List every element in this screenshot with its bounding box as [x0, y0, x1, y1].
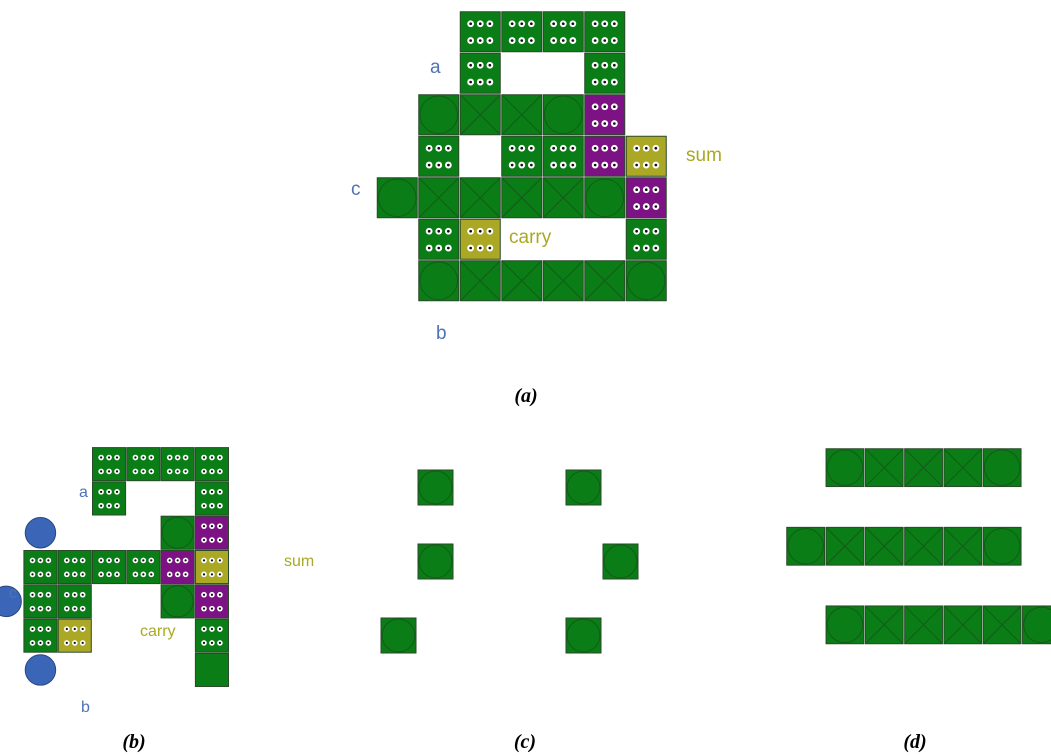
purple-dot-tile	[584, 135, 626, 177]
dot-tile	[92, 481, 127, 516]
dot-tile	[459, 11, 501, 53]
circle-tile	[160, 584, 195, 619]
cross-tile	[904, 448, 943, 488]
dot-tile	[57, 584, 92, 619]
dot-tile	[194, 447, 229, 482]
panel-a-label-c: c	[351, 179, 361, 200]
circle-tile	[584, 177, 626, 219]
purple-dot-tile	[160, 550, 195, 585]
cross-tile	[904, 605, 943, 645]
panel-d-caption: (d)	[903, 731, 926, 753]
dot-tile	[418, 218, 460, 260]
panel-b-label-a: a	[79, 484, 88, 501]
circle-tile	[565, 617, 602, 654]
panel-b-label-sum: sum	[284, 553, 314, 570]
dot-tile	[542, 11, 584, 53]
circle-tile	[418, 260, 460, 302]
circle-tile	[982, 448, 1022, 488]
cross-tile	[584, 260, 626, 302]
cross-tile	[501, 260, 543, 302]
panel-c-caption: (c)	[514, 731, 536, 753]
square-tile	[194, 652, 229, 688]
circle-tile	[160, 515, 195, 550]
dot-tile	[542, 135, 584, 177]
dot-tile	[418, 135, 460, 177]
dot-tile	[459, 52, 501, 94]
cross-tile	[943, 448, 983, 488]
cross-tile	[418, 177, 460, 219]
circle-tile	[418, 94, 460, 136]
panel-a-label-a: a	[430, 57, 441, 78]
circle-tile	[376, 177, 418, 219]
panel-c	[380, 469, 639, 654]
dot-tile	[194, 481, 229, 516]
cross-tile	[864, 448, 904, 488]
purple-dot-tile	[194, 515, 229, 550]
circle-tile	[825, 448, 865, 488]
panel-a-label-b: b	[436, 323, 447, 344]
dot-tile	[501, 11, 543, 53]
dot-tile	[23, 618, 58, 653]
cross-tile	[825, 526, 865, 566]
dot-tile	[160, 447, 195, 482]
dot-tile	[23, 550, 58, 585]
olive-dot-tile	[625, 135, 667, 177]
cross-tile	[459, 260, 501, 302]
panel-b	[0, 447, 229, 688]
panel-b-label-c: c	[9, 585, 17, 602]
purple-dot-tile	[194, 584, 229, 619]
cross-tile	[943, 605, 983, 645]
panel-b-caption: (b)	[122, 731, 145, 753]
cross-tile	[982, 605, 1022, 645]
dot-tile	[625, 218, 667, 260]
dot-tile	[501, 135, 543, 177]
circle-tile	[602, 543, 639, 580]
circle-tile	[1022, 605, 1051, 645]
dot-tile	[92, 447, 127, 482]
circle-tile	[542, 94, 584, 136]
blue-circle-tile	[0, 584, 23, 618]
cross-tile	[459, 177, 501, 219]
dot-tile	[126, 550, 161, 585]
dot-tile	[584, 11, 626, 53]
panel-b-label-b: b	[81, 699, 90, 716]
circle-tile	[982, 526, 1022, 566]
circle-tile	[825, 605, 865, 645]
panel-a-caption: (a)	[514, 385, 537, 407]
olive-dot-tile	[57, 618, 92, 653]
cross-tile	[904, 526, 943, 566]
cross-tile	[501, 177, 543, 219]
purple-dot-tile	[625, 177, 667, 219]
dot-tile	[23, 584, 58, 619]
panel-a	[376, 11, 667, 302]
circle-tile	[380, 617, 417, 654]
olive-dot-tile	[194, 550, 229, 585]
purple-dot-tile	[584, 94, 626, 136]
panel-a-label-sum: sum	[686, 145, 722, 166]
circle-tile	[417, 469, 454, 506]
cross-tile	[542, 260, 584, 302]
circle-tile	[786, 526, 826, 566]
dot-tile	[584, 52, 626, 94]
dot-tile	[92, 550, 127, 585]
panel-b-label-carry: carry	[140, 623, 176, 640]
olive-dot-tile	[459, 218, 501, 260]
circle-tile	[417, 543, 454, 580]
cross-tile	[864, 526, 904, 566]
blue-circle-tile	[23, 653, 57, 687]
circle-tile	[625, 260, 667, 302]
dot-tile	[194, 618, 229, 653]
cross-tile	[459, 94, 501, 136]
cross-tile	[943, 526, 983, 566]
panel-a-label-carry: carry	[509, 227, 552, 248]
cross-tile	[501, 94, 543, 136]
blue-circle-tile	[23, 516, 57, 550]
panel-d	[786, 448, 1051, 645]
cross-tile	[864, 605, 904, 645]
circle-tile	[565, 469, 602, 506]
dot-tile	[57, 550, 92, 585]
cross-tile	[542, 177, 584, 219]
dot-tile	[126, 447, 161, 482]
